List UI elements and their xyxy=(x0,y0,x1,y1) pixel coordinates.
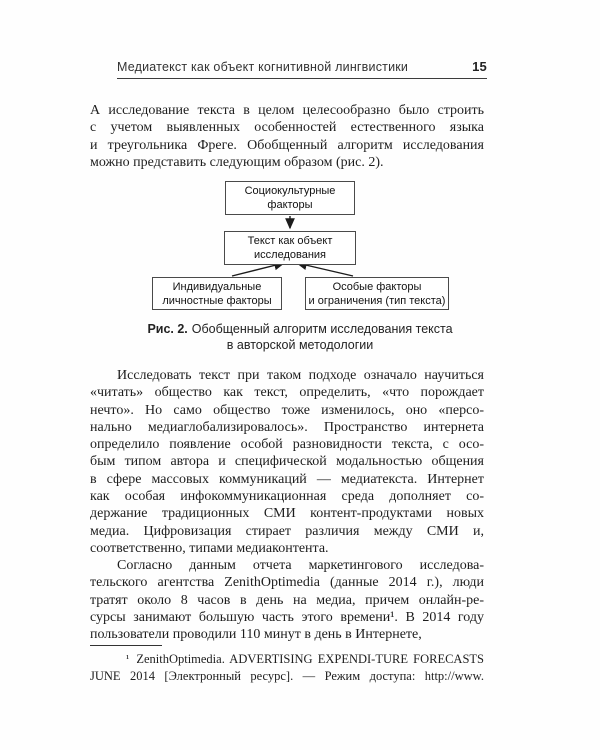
text-line: и треугольника Фреге. Обобщенный алгорит… xyxy=(90,137,484,153)
arrow-up-left-icon xyxy=(231,260,286,277)
footnote-text: ZenithOptimedia. ADVERTISING EXPENDI-TUR… xyxy=(136,652,484,666)
text-line: пользователи проводили 110 минут в день … xyxy=(90,627,422,643)
box-text-line: факторы xyxy=(267,199,313,211)
text-line: в сфере массовых коммуникаций — медиатек… xyxy=(90,471,484,487)
caption-line: в авторской методологии xyxy=(226,338,374,352)
text-line: сурсы занимают большую часть этого време… xyxy=(90,609,484,625)
text-line: тратят около 8 часов в день на медиа, пр… xyxy=(90,592,484,608)
paragraph-2: Исследовать текст при таком подходе озна… xyxy=(90,367,484,557)
text-line: А исследование текста в целом целесообра… xyxy=(90,103,484,118)
arrow-up-right-icon xyxy=(295,260,354,277)
diagram-box-individual-factors: Индивидуальные личностные факторы xyxy=(152,277,282,310)
running-head: Медиатекст как объект когнитивной лингви… xyxy=(117,59,487,79)
text-line: медиа. Цифровизация стирает различия меж… xyxy=(90,523,484,539)
diagram-box-special-factors: Особые факторы и ограничения (тип текста… xyxy=(305,277,449,310)
text-line: соответственно, типами медиаконтента. xyxy=(90,540,329,556)
text-line: как особая инфокоммуникационная среда до… xyxy=(90,489,484,505)
footnote: ¹ ZenithOptimedia. ADVERTISING EXPENDI-TU… xyxy=(90,651,484,684)
caption-text: Обобщенный алгоритм исследования текста xyxy=(191,322,453,336)
text-line: бым типом автора и специфической модальн… xyxy=(90,454,484,470)
paragraph-3: Согласно данным отчета маркетингового ис… xyxy=(90,557,484,643)
box-text-line: Текст как объект xyxy=(247,235,333,247)
running-head-title: Медиатекст как объект когнитивной лингви… xyxy=(117,60,409,74)
footnote-marker: ¹ xyxy=(126,653,130,665)
box-text-line: Индивидуальные xyxy=(172,280,262,293)
footnote-line: JUNE 2014 [Электронный ресурс]. — Режим … xyxy=(90,668,484,683)
text-line: Исследовать текст при таком подходе озна… xyxy=(117,368,484,383)
box-text-line: Особые факторы xyxy=(332,280,422,293)
footnote-separator xyxy=(90,645,162,646)
diagram-box-text-as-object: Текст как объект исследования xyxy=(224,231,356,265)
page-number: 15 xyxy=(472,59,487,74)
text-line: определило появление особой разновидност… xyxy=(90,437,484,453)
text-line: нально медиаглобализировалось». Простран… xyxy=(90,419,484,435)
text-line: нечто». Но само общество тоже изменилось… xyxy=(90,402,484,418)
caption-line: Рис. 2.Обобщенный алгоритм исследования … xyxy=(90,321,510,337)
figure-caption: Рис. 2.Обобщенный алгоритм исследования … xyxy=(90,321,510,353)
caption-label: Рис. 2. xyxy=(147,322,188,336)
text-line: с учетом выявленных особенностей естеств… xyxy=(90,120,484,136)
footnote-line: ¹ ZenithOptimedia. ADVERTISING EXPENDI-TU… xyxy=(90,651,484,668)
diagram-arrows xyxy=(231,216,354,277)
text-line: «читать» общество как текст, определить,… xyxy=(90,385,484,401)
figure-2-diagram: Социокультурные факторы Текст как объект… xyxy=(0,181,600,312)
diagram-box-sociocultural-factors: Социокультурные факторы xyxy=(225,181,355,215)
box-text-line: личностные факторы xyxy=(162,294,272,307)
text-line: держание традиционных СМИ контент-продук… xyxy=(90,506,484,522)
text-line: Согласно данным отчета маркетингового ис… xyxy=(117,558,484,573)
box-text-line: исследования xyxy=(254,249,326,261)
box-text-line: и ограничения (тип текста) xyxy=(308,294,446,307)
text-line: можно представить следующим образом (рис… xyxy=(90,154,384,170)
box-text-line: Социокультурные xyxy=(244,185,336,197)
paragraph-1: А исследование текста в целом целесообра… xyxy=(90,102,484,171)
text-line: тельского агентства ZenithOptimedia (дан… xyxy=(90,575,484,591)
